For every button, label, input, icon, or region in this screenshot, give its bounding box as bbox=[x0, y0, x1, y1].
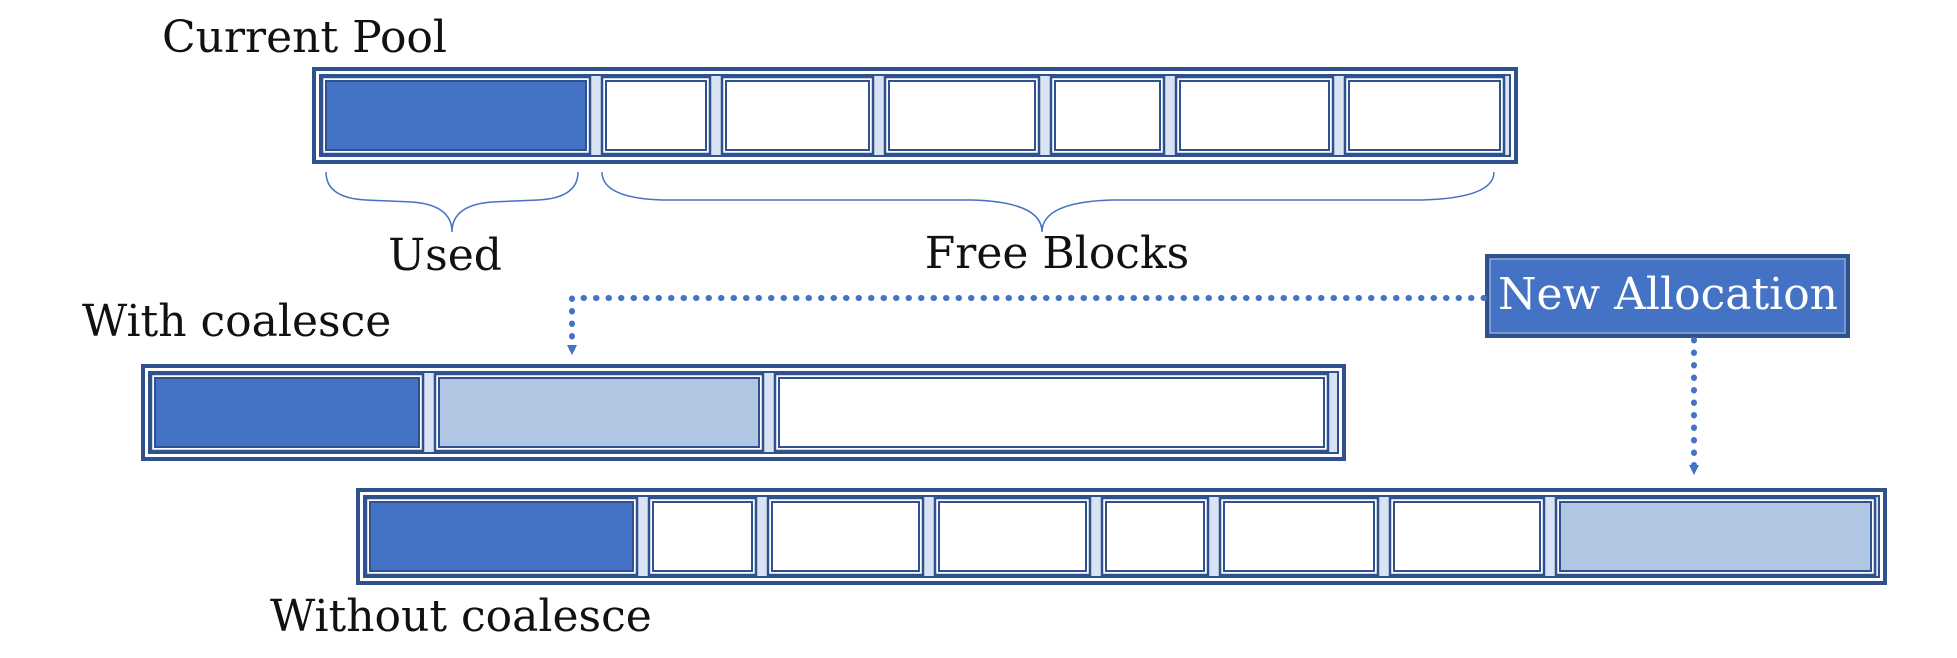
used-label: Used bbox=[388, 230, 502, 281]
current-pool-bar bbox=[312, 67, 1518, 164]
free-blocks-brace bbox=[601, 171, 1495, 233]
new-allocation-box: New Allocation bbox=[1485, 254, 1850, 338]
without-coalesce-label: Without coalesce bbox=[270, 591, 652, 642]
with-coalesce-label: With coalesce bbox=[82, 296, 391, 347]
current-pool-label: Current Pool bbox=[162, 12, 447, 63]
without-coalesce-bar bbox=[356, 488, 1887, 585]
used-brace bbox=[325, 171, 579, 233]
new-allocation-label: New Allocation bbox=[1498, 269, 1838, 320]
free-blocks-label: Free Blocks bbox=[925, 228, 1189, 279]
with-coalesce-bar bbox=[141, 364, 1346, 461]
arrow-to-coalesced bbox=[567, 295, 1487, 355]
